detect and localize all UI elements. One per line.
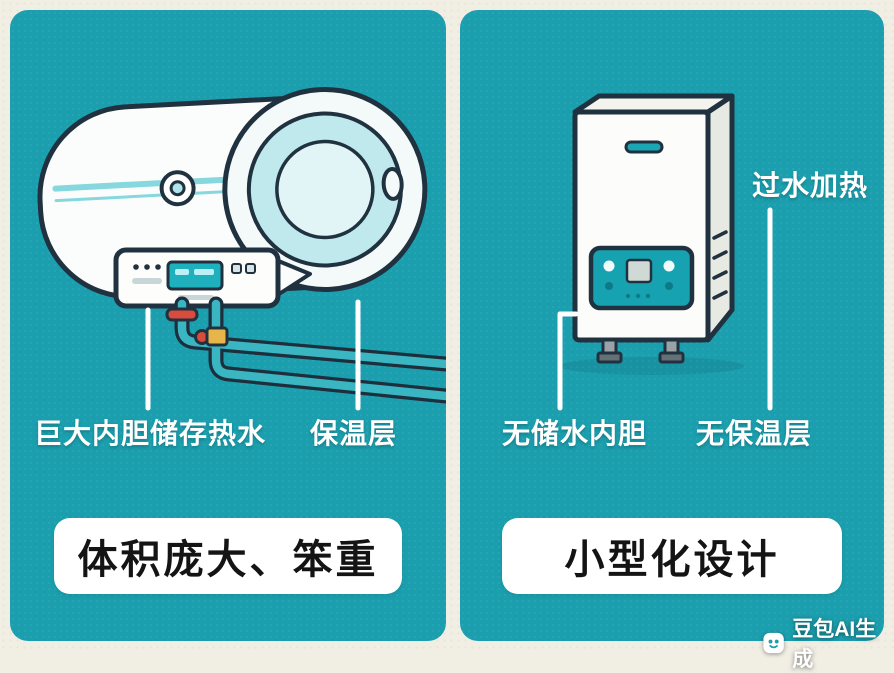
water-pipes (174, 296, 446, 404)
callout-label-heating: 过水加热 (752, 170, 869, 201)
storage-water-heater-illustration (37, 87, 446, 411)
left-banner: 体积庞大、笨重 (54, 518, 402, 594)
doubao-logo-icon (763, 632, 784, 654)
heater-unit (572, 93, 735, 364)
right-banner: 小型化设计 (502, 518, 842, 594)
tank-control-panel (113, 247, 281, 309)
tankless-heater-panel: 过水加热 无储水内胆 无保温层 小型化设计 (460, 10, 884, 641)
end-cap-latch (381, 166, 404, 201)
heater-side-face (705, 93, 735, 343)
control-display (166, 260, 224, 291)
callout-label-no-insulation: 无保温层 (696, 418, 813, 449)
heater-side-vents (712, 230, 728, 300)
heater-control-panel (588, 245, 695, 311)
heater-top-vent (624, 140, 664, 154)
callout-lines (557, 207, 773, 411)
tank-end-cap (222, 87, 428, 293)
callout-lines (145, 299, 361, 411)
tankless-water-heater-illustration (557, 93, 773, 411)
heater-pipe-stubs (596, 338, 685, 364)
callout-label-no-tank: 无储水内胆 (502, 418, 648, 449)
tank-body (37, 87, 428, 300)
watermark-text: 豆包AI生成 (792, 618, 877, 671)
callout-label-insulation: 保温层 (310, 418, 398, 449)
callout-label-tank: 巨大内胆储存热水 (34, 418, 267, 449)
heater-shadow (560, 357, 744, 375)
panel-display (625, 258, 653, 284)
red-valve (165, 307, 199, 322)
watermark: 豆包AI生成 (762, 613, 894, 673)
storage-heater-panel: 巨大内胆储存热水 保温层 体积庞大、笨重 (10, 10, 446, 641)
brass-valve (194, 326, 229, 347)
